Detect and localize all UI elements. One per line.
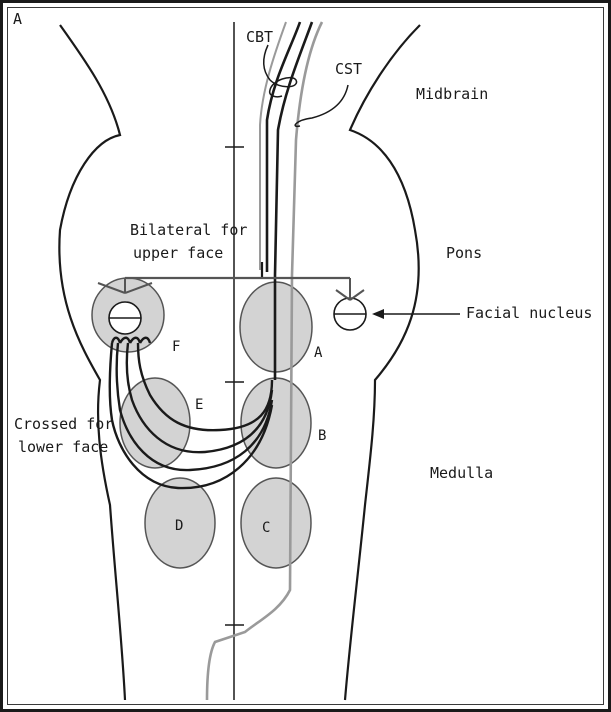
facial-nucleus-arrow-head xyxy=(372,309,384,319)
facial-nucleus-left xyxy=(109,302,141,334)
cbt-label: CBT xyxy=(246,28,273,46)
region-f-label: F xyxy=(172,339,180,355)
brainstem-outline-left xyxy=(59,25,125,700)
panel-label: A xyxy=(13,10,22,28)
facial-nucleus-label: Facial nucleus xyxy=(466,304,592,322)
region-d-label: D xyxy=(175,518,183,534)
crossed-label-line2: lower face xyxy=(18,438,108,456)
region-a-label: A xyxy=(314,345,323,361)
region-c-circle xyxy=(241,478,311,568)
brainstem-outline xyxy=(59,25,420,700)
crossed-label-line1: Crossed for xyxy=(14,415,113,433)
bilateral-label-line1: Bilateral for xyxy=(130,221,247,239)
region-e-label: E xyxy=(195,397,203,413)
region-c-label: C xyxy=(262,520,270,536)
midbrain-label: Midbrain xyxy=(416,85,488,103)
brainstem-outline-right xyxy=(345,25,420,700)
bilateral-label-line2: upper face xyxy=(133,244,223,262)
medulla-label: Medulla xyxy=(430,464,493,482)
region-b-label: B xyxy=(318,428,326,444)
cst-label: CST xyxy=(335,60,362,78)
facial-nucleus-right xyxy=(334,298,366,330)
pons-label: Pons xyxy=(446,244,482,262)
